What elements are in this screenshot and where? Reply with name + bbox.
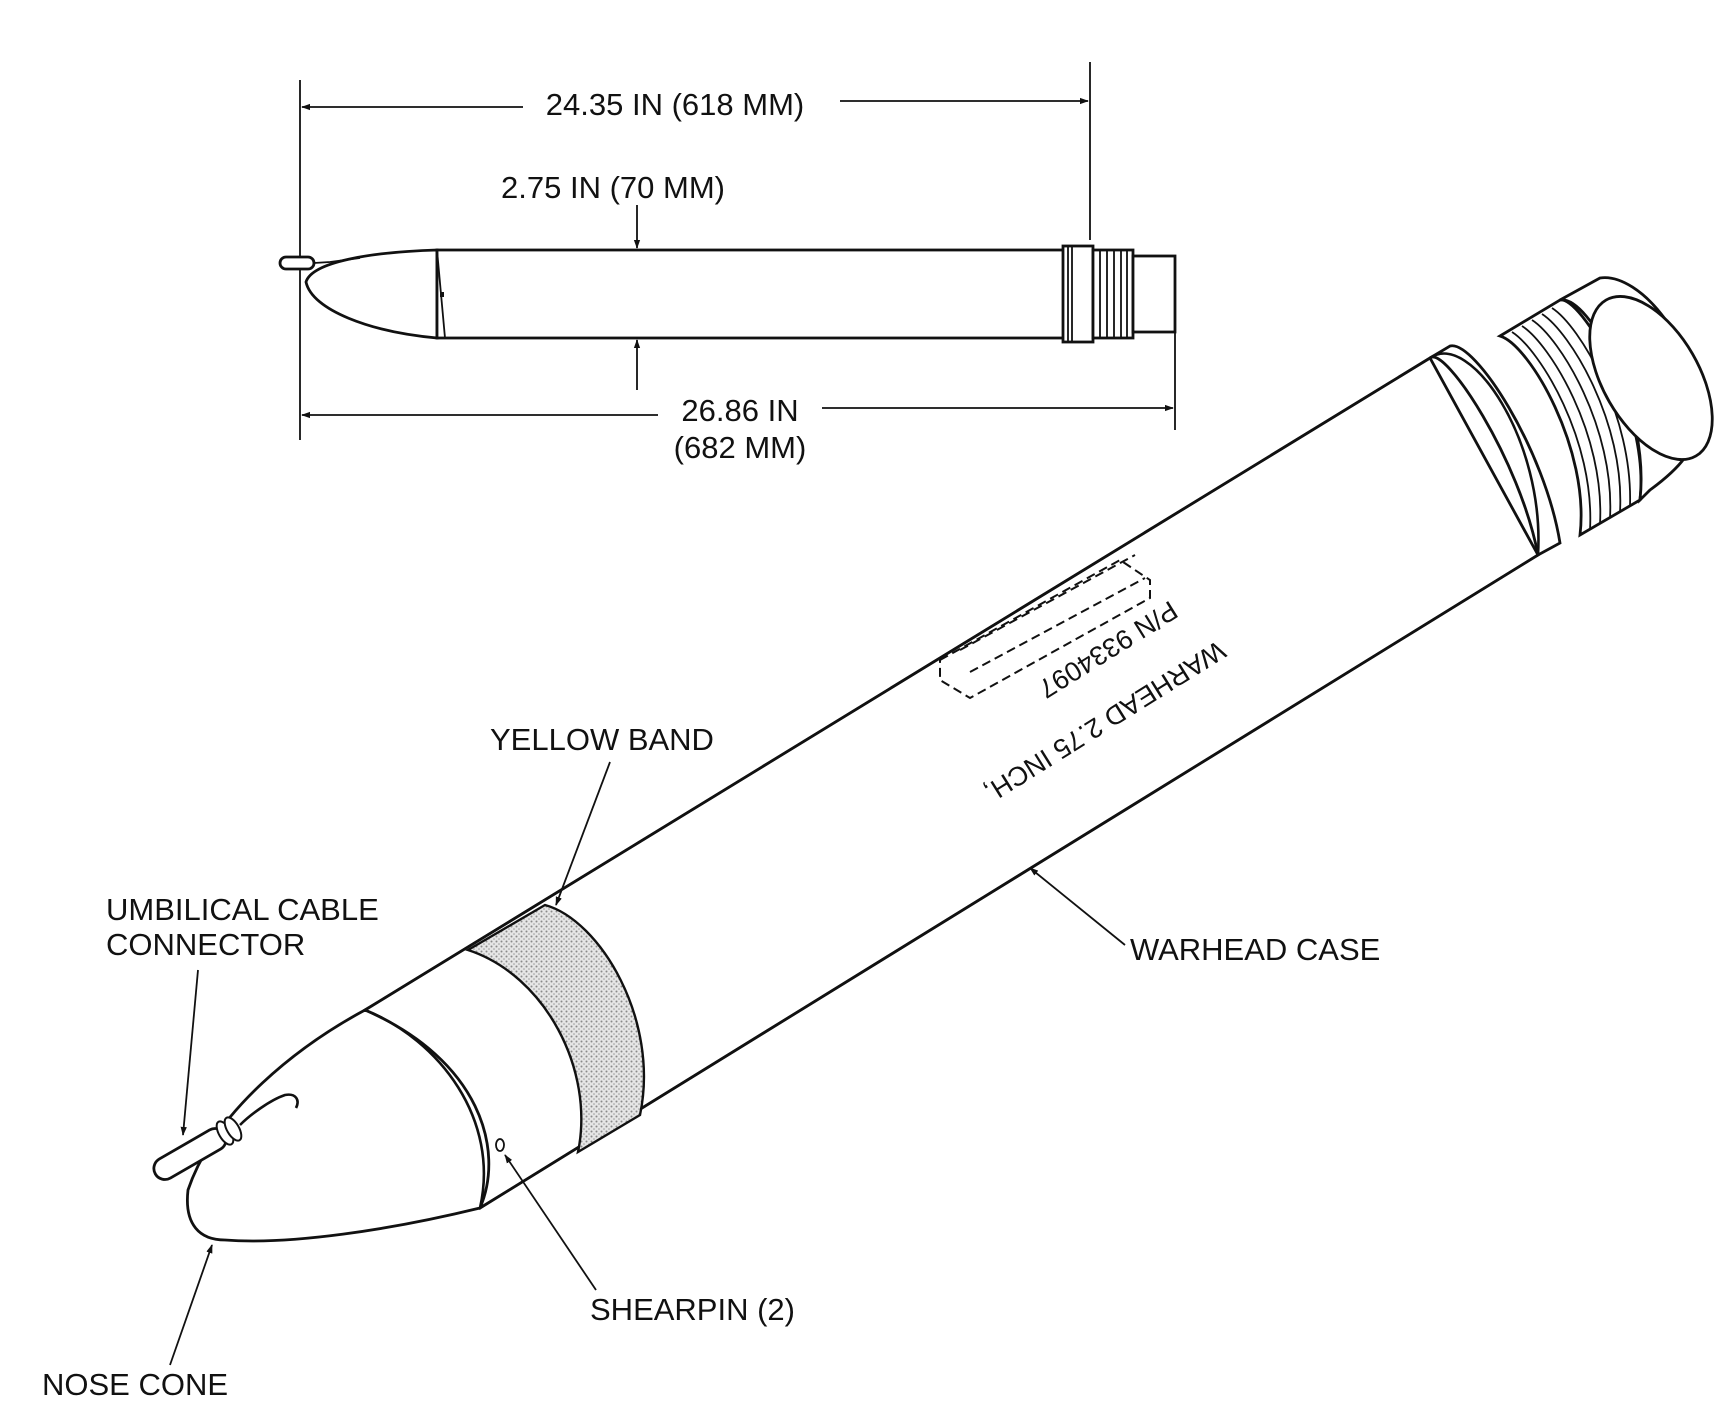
side-view-base-plug <box>1131 254 1177 334</box>
shearpin-hole <box>495 1138 505 1152</box>
nose-cone-leader <box>169 1244 213 1366</box>
stencil-area <box>939 554 1151 700</box>
side-view: 24.35 IN (618 MM) 2.75 IN (70 MM) 26.86 … <box>278 62 1177 465</box>
umbilical-connector <box>152 1093 299 1181</box>
nose-cone-label: NOSE CONE <box>42 1367 228 1402</box>
warhead-case <box>363 356 1540 1210</box>
dimension-diameter: 2.75 IN (70 MM) <box>501 170 725 390</box>
side-view-case <box>435 248 1074 340</box>
side-view-body <box>278 244 1177 344</box>
callouts: YELLOW BAND UMBILICAL CABLE CONNECTOR WA… <box>42 722 1380 1402</box>
nose-cone <box>185 1008 491 1243</box>
collar <box>1429 344 1562 558</box>
dimension-diameter-label: 2.75 IN (70 MM) <box>501 170 725 205</box>
perspective-view: P/N 9334097 WARHEAD 2.75 INCH, <box>152 276 1714 1243</box>
yellow-band-label: YELLOW BAND <box>490 722 714 757</box>
warhead-case-leader <box>1029 867 1126 946</box>
yellow-band <box>465 903 646 1155</box>
dimension-total: 26.86 IN (682 MM) <box>301 393 1174 465</box>
dimension-total-label-2: (682 MM) <box>674 430 807 465</box>
yellow-band-leader <box>555 761 611 906</box>
dimension-overall-label: 24.35 IN (618 MM) <box>546 87 804 122</box>
side-view-nose <box>304 248 439 340</box>
umbilical-cable <box>239 1093 299 1126</box>
side-view-connector <box>278 255 316 271</box>
umbilical-leader <box>180 969 199 1136</box>
base-plug-face <box>1588 295 1714 461</box>
umbilical-label-line-1: UMBILICAL CABLE <box>106 892 379 927</box>
warhead-case-label: WARHEAD CASE <box>1130 932 1380 967</box>
dimension-overall: 24.35 IN (618 MM) <box>301 87 1089 122</box>
shearpin-leader <box>504 1154 597 1291</box>
dimension-total-label-1: 26.86 IN <box>681 393 798 428</box>
umbilical-label-line-2: CONNECTOR <box>106 927 305 962</box>
shearpin-label: SHEARPIN (2) <box>590 1292 795 1327</box>
